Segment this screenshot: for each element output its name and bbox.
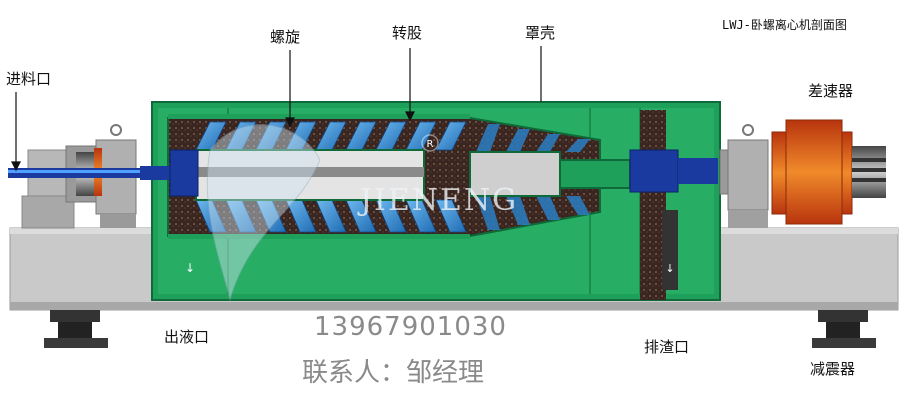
- screw-flight-cone: [476, 196, 500, 230]
- label-feed-inlet: 进料口: [6, 70, 52, 88]
- sludge-discharge: ↓: [640, 110, 678, 300]
- screw-hub: [195, 149, 631, 201]
- damper-right: [812, 310, 876, 348]
- differential: [771, 119, 886, 225]
- contact-person: 联系人：邹经理: [302, 358, 485, 388]
- contact-phone: 13967901030: [314, 312, 507, 342]
- right-bearing-assembly: [719, 124, 769, 228]
- screw-flight-cone: [506, 129, 530, 152]
- label-drum: 转股: [392, 24, 423, 42]
- diagram-title: LWJ-卧螺离心机剖面图: [722, 18, 847, 32]
- damper-left: [44, 310, 108, 348]
- screw-flight-top: [435, 121, 467, 151]
- label-differential: 差速器: [808, 82, 854, 100]
- screw-flight-cone: [566, 196, 590, 215]
- screw-flight-cone: [536, 196, 560, 220]
- screw-flight-cone: [566, 139, 590, 152]
- watermark-logo: [206, 124, 439, 302]
- feed-pipe: [8, 168, 148, 178]
- leader-lines: [11, 46, 542, 172]
- watermark-brand: JIENENG: [357, 183, 518, 218]
- screw-flight-cone: [506, 196, 530, 225]
- label-sludge-outlet: 排渣口: [644, 338, 690, 356]
- label-housing: 罩壳: [525, 24, 556, 42]
- svg-text:↓: ↓: [185, 261, 195, 275]
- liquid-outlet-arrow: ↓: [185, 261, 195, 275]
- drive-shaft: [140, 149, 718, 197]
- screw-flight-cone: [476, 124, 500, 152]
- screw-flight-cone: [536, 134, 560, 152]
- svg-text:↓: ↓: [665, 262, 674, 275]
- label-screw: 螺旋: [270, 28, 301, 46]
- screw-flights: [195, 121, 590, 233]
- screw-flight-bottom: [435, 199, 467, 233]
- label-damper: 减震器: [810, 360, 856, 378]
- watermark-registered: R: [427, 139, 434, 150]
- label-liquid-outlet: 出液口: [164, 328, 210, 346]
